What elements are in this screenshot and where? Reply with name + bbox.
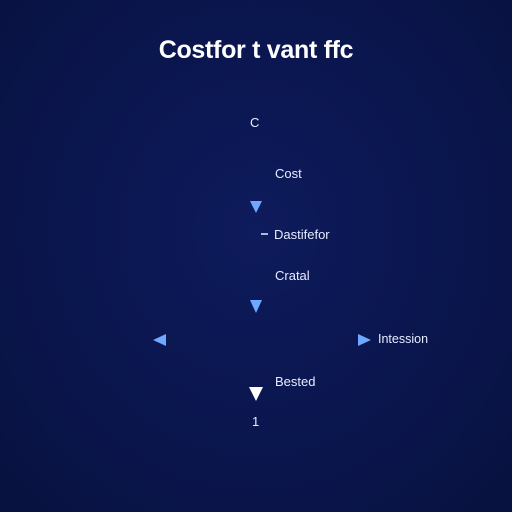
node-label-cost: Cost	[275, 166, 302, 181]
arrowhead-right	[358, 334, 371, 346]
arrowhead-down-3	[249, 387, 263, 401]
diagram-title: Costfor t vant ffc	[158, 36, 354, 64]
arrowhead-down-2	[250, 300, 262, 313]
node-label-top: C	[250, 115, 260, 130]
arrowhead-down-1	[250, 201, 262, 213]
node-label-bested: Bested	[275, 374, 316, 389]
node-label-bottom: 1	[252, 414, 260, 429]
node-label-destfector: Dastifefor	[274, 227, 330, 242]
arrowhead-left	[153, 334, 166, 346]
node-label-crat: Cratal	[275, 268, 310, 283]
node-label-intersection: Intession	[378, 332, 429, 346]
